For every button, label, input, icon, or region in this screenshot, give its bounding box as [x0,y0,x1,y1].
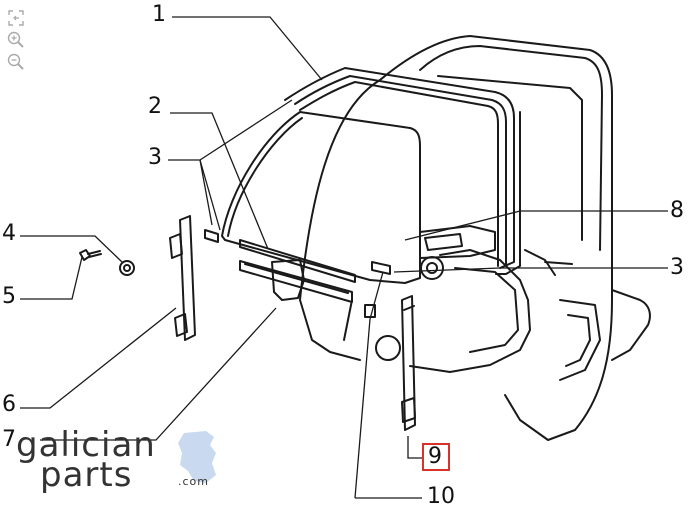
logo-line2: parts [40,455,133,495]
callout-6: 6 [2,392,16,417]
zoom-in-icon[interactable] [6,30,26,50]
leader-lines [20,16,668,499]
callout-1: 1 [152,2,166,27]
callout-4: 4 [2,221,16,246]
clip-small [364,304,376,318]
callout-3b: 3 [670,255,684,280]
callout-8: 8 [670,198,684,223]
clip-left [204,229,219,243]
door-glass [221,111,421,284]
logo-suffix: .com [178,475,209,488]
callout-10: 10 [427,484,455,509]
fullscreen-icon[interactable] [6,8,26,28]
left-guide-rail [169,215,196,341]
right-guide-rail [401,295,416,431]
logo-line1: galician [16,425,156,465]
callout-9[interactable]: 9 [428,444,442,469]
callout-3: 3 [148,145,162,170]
screw [79,249,102,261]
callout-2: 2 [148,94,162,119]
window-channel [284,67,521,275]
nut [119,260,135,276]
callout-9-highlight [422,443,450,471]
callout-7: 7 [2,427,16,452]
regulator-bracket [271,259,305,301]
clip-right [371,261,391,275]
galician-parts-logo: galician parts .com [6,425,216,495]
glass-rail [239,239,356,303]
zoom-out-icon[interactable] [6,52,26,72]
logo-map-shape [178,431,216,483]
callout-5: 5 [2,284,16,309]
